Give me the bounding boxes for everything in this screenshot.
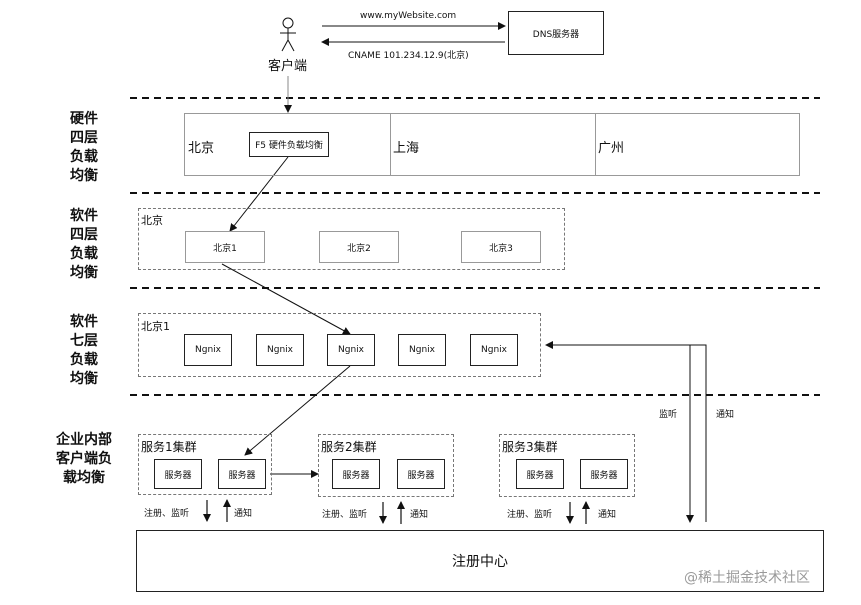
software-l4-group <box>138 208 565 270</box>
cluster-title: 服务3集群 <box>502 440 558 454</box>
register-listen-label: 注册、监听 <box>322 510 368 520</box>
ngnix-label: Ngnix <box>481 345 507 355</box>
region-guangzhou: 广州 <box>598 141 625 156</box>
server-label: 服务器 <box>407 470 435 481</box>
ngnix-node: Ngnix <box>398 334 446 366</box>
ngnix-label: Ngnix <box>267 345 293 355</box>
watermark: @稀土掘金技术社区 <box>684 570 810 586</box>
beijing1-to-ngnix-arrow <box>221 263 351 335</box>
notify-label: 通知 <box>410 510 429 520</box>
server-label: 服务器 <box>590 470 618 481</box>
software-l7-group <box>138 313 541 377</box>
dns-request-label: www.myWebsite.com <box>360 11 457 21</box>
software-l4-node-label: 北京1 <box>213 243 237 254</box>
f5-to-beijing1-arrow <box>229 156 289 232</box>
cluster-title: 服务1集群 <box>141 440 197 454</box>
server-label: 服务器 <box>164 470 192 481</box>
region-divider <box>595 114 596 175</box>
server-box: 服务器 <box>516 459 564 489</box>
ngnix-node: Ngnix <box>470 334 518 366</box>
software-l4-node-label: 北京2 <box>347 243 371 254</box>
layer-software-l4: 软件 四层 负载 均衡 <box>70 208 98 281</box>
software-l7-group-label: 北京1 <box>141 320 170 333</box>
f5-label: F5 硬件负载均衡 <box>255 141 323 151</box>
service-cluster-1 <box>138 434 272 495</box>
registry-center-box: 注册中心 <box>136 530 824 592</box>
dns-server-box: DNS服务器 <box>508 11 604 55</box>
server-label: 服务器 <box>526 470 554 481</box>
ngnix-node: Ngnix <box>256 334 304 366</box>
ngnix-node: Ngnix <box>184 334 232 366</box>
layer-client-lb: 企业内部 客户端负 载均衡 <box>56 432 112 486</box>
software-l4-node: 北京1 <box>185 231 265 263</box>
notify-label: 通知 <box>234 509 253 519</box>
service-cluster-3 <box>499 434 635 497</box>
notify-label: 通知 <box>598 510 617 520</box>
register-listen-label: 注册、监听 <box>144 509 190 519</box>
layer-software-l7: 软件 七层 负载 均衡 <box>70 314 98 387</box>
region-shanghai: 上海 <box>393 141 420 156</box>
client-label: 客户端 <box>268 59 308 74</box>
layer-hardware-l4: 硬件 四层 负载 均衡 <box>70 111 98 184</box>
registry-center-label: 注册中心 <box>452 554 508 570</box>
ngnix-label: Ngnix <box>338 345 364 355</box>
hardware-region-row: 北京 上海 广州 <box>184 113 800 176</box>
region-divider <box>390 114 391 175</box>
software-l4-node: 北京3 <box>461 231 541 263</box>
registry-notify-line <box>545 341 707 522</box>
registry-notify-label: 通知 <box>716 410 735 420</box>
dns-server-label: DNS服务器 <box>532 29 580 40</box>
server-box: 服务器 <box>580 459 628 489</box>
server-label: 服务器 <box>228 470 256 481</box>
ngnix-node: Ngnix <box>327 334 375 366</box>
server-box: 服务器 <box>154 459 202 489</box>
service-cluster-2 <box>318 434 454 497</box>
software-l4-node-label: 北京3 <box>489 243 513 254</box>
server-box: 服务器 <box>218 459 266 489</box>
server-label: 服务器 <box>342 470 370 481</box>
server-box: 服务器 <box>332 459 380 489</box>
cluster-title: 服务2集群 <box>321 440 377 454</box>
f5-load-balancer-box: F5 硬件负载均衡 <box>249 132 329 157</box>
ngnix-to-server-arrow <box>244 365 351 456</box>
dns-response-label: CNAME 101.234.12.9(北京) <box>348 51 469 61</box>
register-listen-label: 注册、监听 <box>507 510 553 520</box>
region-beijing: 北京 <box>188 141 215 156</box>
server-box: 服务器 <box>397 459 445 489</box>
ngnix-label: Ngnix <box>409 345 435 355</box>
software-l4-group-label: 北京 <box>141 214 163 227</box>
ngnix-label: Ngnix <box>195 345 221 355</box>
registry-listen-label: 监听 <box>659 410 678 420</box>
software-l4-node: 北京2 <box>319 231 399 263</box>
